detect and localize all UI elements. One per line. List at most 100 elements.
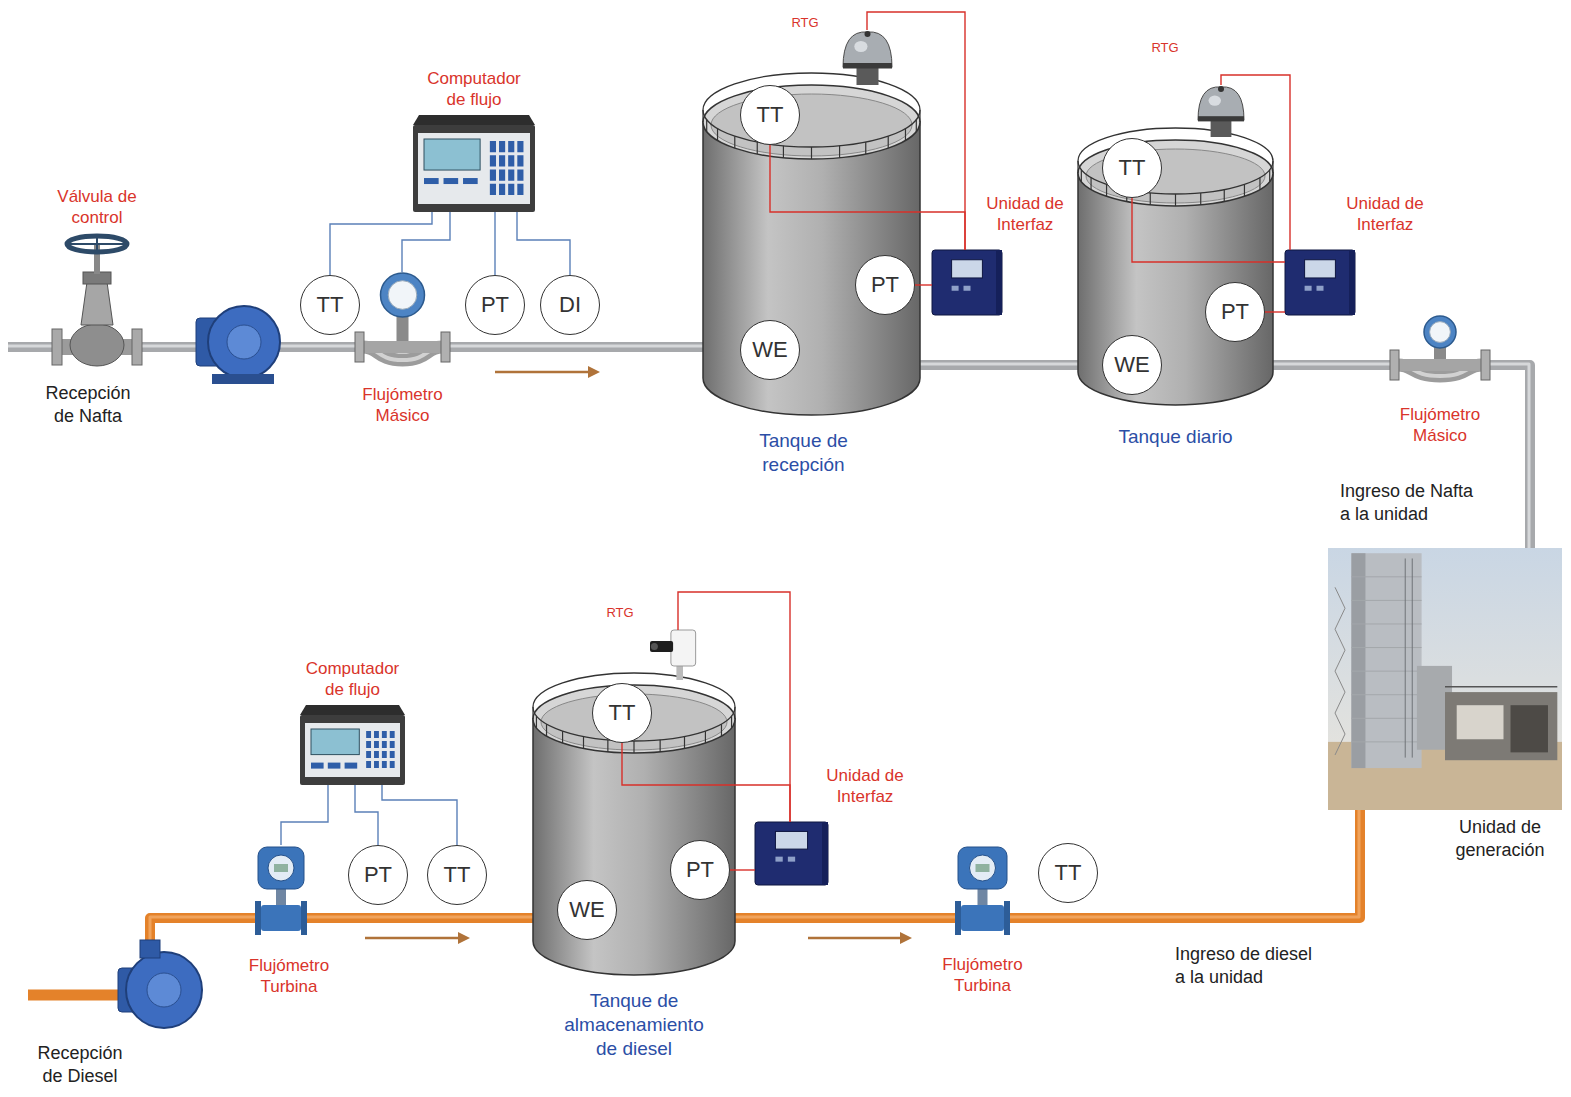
tower-lattice: [1335, 734, 1345, 755]
ladder-rail: [1412, 558, 1413, 757]
keypad-key: [382, 741, 387, 748]
stack-band: [1351, 741, 1421, 742]
keypad-key: [366, 751, 371, 758]
pipe: [28, 990, 130, 1001]
interface-side: [822, 822, 828, 885]
pump-volute: [208, 306, 280, 378]
instrument-bubble: PT: [1205, 282, 1265, 342]
signal-wire: [1265, 311, 1285, 312]
tank-roof: [703, 85, 920, 159]
keypad-key: [390, 741, 395, 748]
keypad-key: [374, 751, 379, 758]
railing-post: [583, 736, 584, 748]
mass-flowmeter: Flujómetro Másico: [355, 272, 450, 364]
label-holder: Unidad de Interfaz: [970, 193, 1080, 236]
tower-lattice: [1335, 650, 1345, 671]
computer-top: [300, 705, 405, 715]
enclosure-dark: [1511, 705, 1548, 752]
pipe-shine: [700, 800, 1359, 917]
railing-post: [905, 129, 906, 141]
tower-lattice: [1335, 629, 1345, 650]
keypad-key: [382, 751, 387, 758]
interface-unit: Unidad de Interfaz: [755, 822, 828, 885]
storage-tank: Tanque de almacenamiento de dieselTTPTWE: [533, 685, 735, 975]
flow-arrow-shaft: [808, 937, 902, 940]
flow-computer: Computador de flujo: [300, 705, 405, 785]
transmitter-head: [381, 273, 425, 317]
pump-foot: [212, 374, 274, 384]
railing-post: [562, 731, 563, 743]
label-holder: Recepción de Nafta: [38, 382, 138, 427]
railing-post: [734, 136, 735, 148]
label-holder: Computador de flujo: [417, 68, 532, 111]
instrument-tag: TT: [757, 104, 784, 126]
railing-post: [532, 707, 533, 719]
meter-neck: [397, 314, 409, 341]
instrument-tag: PT: [871, 274, 899, 296]
railing-post: [705, 731, 706, 743]
computer-button: [328, 763, 341, 769]
railing-post: [1175, 194, 1176, 206]
transmitter-face: [388, 281, 417, 310]
flow-arrow-head: [458, 932, 470, 944]
equipment-picture: [955, 845, 1010, 942]
equipment-picture: [52, 232, 142, 362]
railing-post: [717, 129, 718, 141]
railing-post: [1200, 193, 1201, 205]
signal-wire: [355, 785, 378, 845]
instrument-tag: WE: [752, 339, 787, 361]
instrument-tag: DI: [559, 294, 581, 316]
railing-post: [731, 716, 732, 728]
instrument-bubble: DI: [540, 275, 600, 335]
railing-post: [811, 147, 812, 159]
computer-panel: [305, 723, 400, 777]
keypad-key: [517, 184, 523, 195]
meter-flange: [1004, 901, 1010, 935]
transmitter-display: [976, 864, 990, 872]
storage-tank: Tanque diarioTTPTWE: [1078, 140, 1273, 405]
railing-post: [607, 740, 608, 752]
valve-flange: [132, 329, 142, 365]
stream-label: Recepción de Nafta: [38, 382, 138, 427]
label-holder: Flujómetro Turbina: [234, 955, 344, 998]
interface-button: [952, 286, 959, 291]
instrument-tag: TT: [1055, 862, 1082, 884]
enclosure: [1445, 692, 1557, 760]
railing-post: [1081, 170, 1082, 182]
instrument-tag: PT: [1221, 301, 1249, 323]
control-valve: Válvula de control: [52, 232, 142, 362]
instrument-bubble: PT: [348, 845, 408, 905]
signal-wire: [494, 212, 495, 275]
tank-shell: [703, 122, 920, 415]
instrument-tag: WE: [569, 899, 604, 921]
transmitter-head: [958, 847, 1007, 889]
instrument-bubble: WE: [557, 880, 617, 940]
interface-case: [932, 250, 1002, 315]
transmitter-display: [274, 864, 288, 872]
equipment-label: Tanque de almacenamiento de diesel: [559, 989, 709, 1060]
signal-wire: [281, 785, 328, 845]
equipment-label: Flujómetro Másico: [348, 384, 458, 427]
pump-symbol: [196, 306, 280, 384]
instrument-tag: TT: [317, 294, 344, 316]
label-holder: Flujómetro Másico: [1385, 404, 1495, 447]
equipment-label: Flujómetro Turbina: [928, 954, 1038, 997]
stack-shade: [1351, 553, 1365, 768]
label-holder: RTG: [785, 15, 825, 31]
meter-flange: [1390, 350, 1399, 380]
pump-eye: [227, 325, 261, 359]
interface-screen: [1305, 260, 1336, 278]
gauge-cap: [865, 31, 871, 37]
signal-wire: [330, 212, 432, 275]
label-holder: Tanque de recepción: [739, 429, 869, 477]
pump-eye: [147, 973, 181, 1007]
gauge-cap: [1218, 86, 1224, 92]
transmitter-head: [258, 847, 304, 889]
meter-flange: [955, 901, 961, 935]
keypad-key: [517, 141, 523, 152]
stack-band: [1351, 600, 1421, 601]
keypad-key: [366, 761, 371, 768]
keypad-key: [499, 184, 505, 195]
equipment-picture: [355, 272, 450, 364]
computer-top: [413, 115, 535, 125]
